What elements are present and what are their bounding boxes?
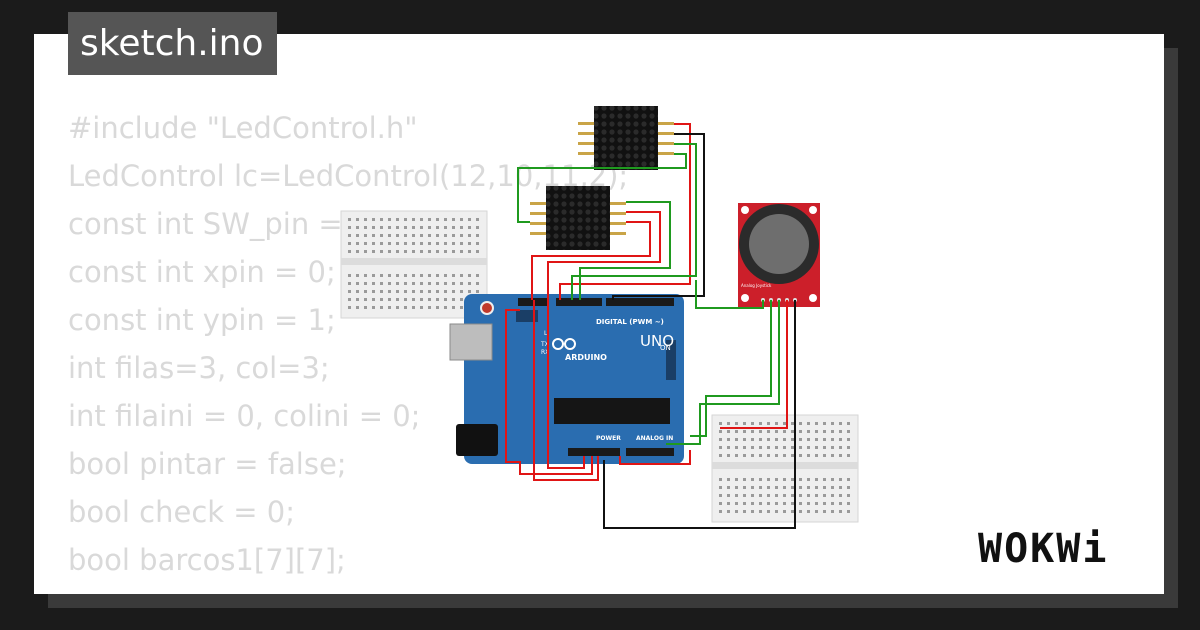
sketch-title: sketch.ino (68, 12, 278, 75)
code-line: bool check = 0; (68, 495, 296, 529)
code-line: const int ypin = 1; (68, 303, 336, 337)
code-line: int filaini = 0, colini = 0; (68, 399, 421, 433)
code-line: LedControl lc=LedControl(12,10,11,2); (68, 159, 629, 193)
code-line: #include "LedControl.h" (68, 111, 418, 145)
preview-card: #include "LedControl.h" LedControl lc=Led… (34, 34, 1164, 594)
wokwi-logo: WOKWi (978, 526, 1109, 572)
code-line: bool barcos1[7][7]; (68, 543, 346, 577)
code-line: bool pintar = false; (68, 447, 347, 481)
code-line: bool barcos2[7][7]; (68, 584, 628, 594)
code-preview: #include "LedControl.h" LedControl lc=Led… (68, 104, 628, 594)
code-line: int filas=3, col=3; (68, 351, 330, 385)
code-line: const int SW_pin = 2; (68, 207, 381, 241)
code-line: const int xpin = 0; (68, 255, 336, 289)
